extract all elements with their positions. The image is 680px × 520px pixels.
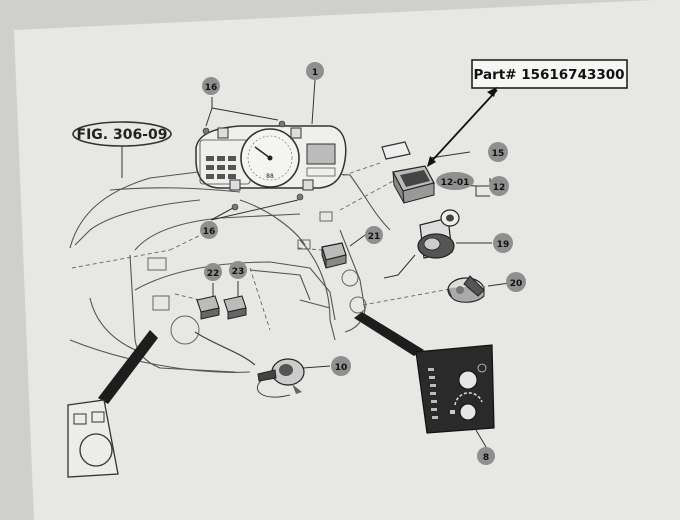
callout-16-top: 16 — [202, 77, 220, 95]
part-number-callout: Part# 15616743300 — [427, 59, 628, 167]
callout-23: 23 — [229, 261, 247, 279]
part-number-text: Part# 15616743300 — [473, 67, 624, 83]
panel-button-lower — [459, 403, 477, 421]
callout-23-text: 23 — [232, 267, 245, 277]
callout-22: 22 — [204, 263, 222, 281]
callout-1: 1 — [306, 62, 324, 80]
inset-pointer-left — [98, 330, 158, 404]
part-22-switch — [196, 295, 220, 320]
callout-15-text: 15 — [492, 149, 505, 159]
callout-10: 10 — [331, 356, 351, 376]
lcd-display — [306, 143, 336, 165]
indicator-lights — [206, 156, 236, 179]
gauge-display: 88 — [266, 173, 274, 180]
callout-22-text: 22 — [207, 269, 220, 279]
callout-10-text: 10 — [335, 363, 348, 373]
callout-16-bottom-text: 16 — [203, 227, 216, 237]
part-15-lens — [381, 141, 411, 160]
dash-cutouts — [147, 211, 367, 345]
callout-12-01: 12-01 — [436, 172, 474, 190]
panel-led-bar — [428, 368, 438, 419]
screws — [202, 120, 304, 211]
callout-16-bottom: 16 — [200, 221, 218, 239]
part-number-arrow — [428, 89, 498, 165]
instrument-cluster: 88 — [195, 125, 347, 191]
inset-detail-left — [67, 399, 119, 478]
part-23-switch — [223, 295, 247, 320]
callout-20-text: 20 — [510, 279, 523, 289]
callout-21-text: 21 — [368, 232, 381, 242]
callout-19-text: 19 — [497, 240, 510, 250]
callout-8: 8 — [477, 447, 495, 465]
callout-20: 20 — [506, 272, 526, 292]
callout-1-text: 1 — [312, 68, 318, 78]
callout-16-top-text: 16 — [205, 83, 218, 93]
callout-15: 15 — [488, 142, 508, 162]
callout-8-text: 8 — [483, 453, 489, 463]
part-12-switch — [392, 165, 435, 204]
callout-12-01-text: 12-01 — [441, 178, 470, 188]
panel-button-upper — [458, 370, 478, 390]
callout-19: 19 — [493, 233, 513, 253]
part-21-switch — [321, 242, 347, 269]
part-8-panel — [415, 344, 495, 434]
part-19-ignition — [417, 209, 460, 259]
figure-label: FIG. 306-09 — [72, 121, 172, 147]
part-20-knob — [447, 275, 485, 303]
callout-21: 21 — [365, 226, 383, 244]
callout-12: 12 — [489, 176, 509, 196]
callout-12-text: 12 — [493, 183, 506, 193]
gauge-needle — [254, 146, 271, 159]
figure-label-text: FIG. 306-09 — [77, 127, 168, 143]
part-10-key-switch — [194, 331, 305, 398]
inset-pointer-right — [354, 312, 424, 356]
paper-sheet — [14, 0, 680, 520]
